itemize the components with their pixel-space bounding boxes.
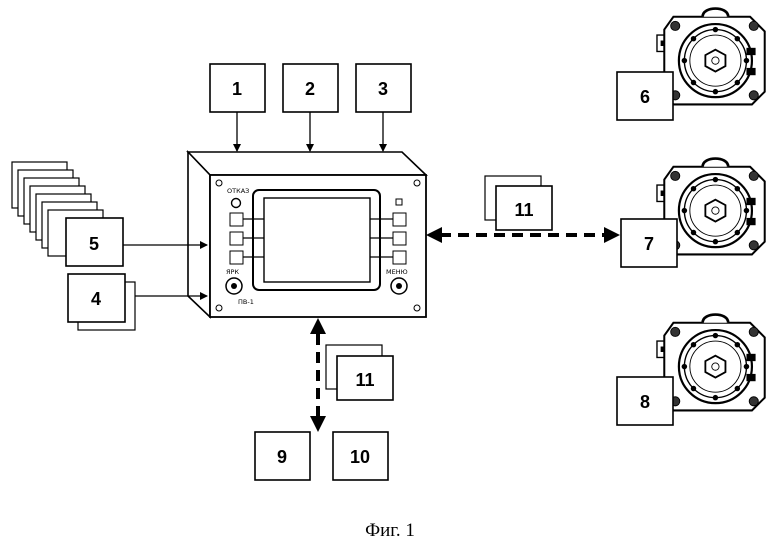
label-10: 10 bbox=[350, 447, 370, 467]
label-8: 8 bbox=[640, 392, 650, 412]
label-6: 6 bbox=[640, 87, 650, 107]
control-unit: ОТКАЗ ЯРК ПВ-1 МЕНЮ bbox=[188, 152, 426, 317]
label-4: 4 bbox=[91, 289, 101, 309]
stack-5 bbox=[12, 162, 123, 266]
device-label-brightness: ЯРК bbox=[226, 268, 239, 276]
device-label-fault: ОТКАЗ bbox=[227, 187, 249, 195]
device-label-menu: МЕНЮ bbox=[386, 268, 408, 276]
device-label-model: ПВ-1 bbox=[238, 298, 254, 306]
label-1: 1 bbox=[232, 79, 242, 99]
label-7: 7 bbox=[644, 234, 654, 254]
arrowhead-right bbox=[604, 227, 620, 243]
label-3: 3 bbox=[378, 79, 388, 99]
label-5: 5 bbox=[89, 234, 99, 254]
label-2: 2 bbox=[305, 79, 315, 99]
label-9: 9 bbox=[277, 447, 287, 467]
label-11b: 11 bbox=[355, 370, 374, 390]
figure-caption: Фиг. 1 bbox=[365, 520, 415, 541]
arrowhead-down bbox=[310, 416, 326, 432]
arrowhead-up bbox=[310, 318, 326, 334]
label-11a: 11 bbox=[514, 200, 533, 220]
arrowhead-left bbox=[426, 227, 442, 243]
